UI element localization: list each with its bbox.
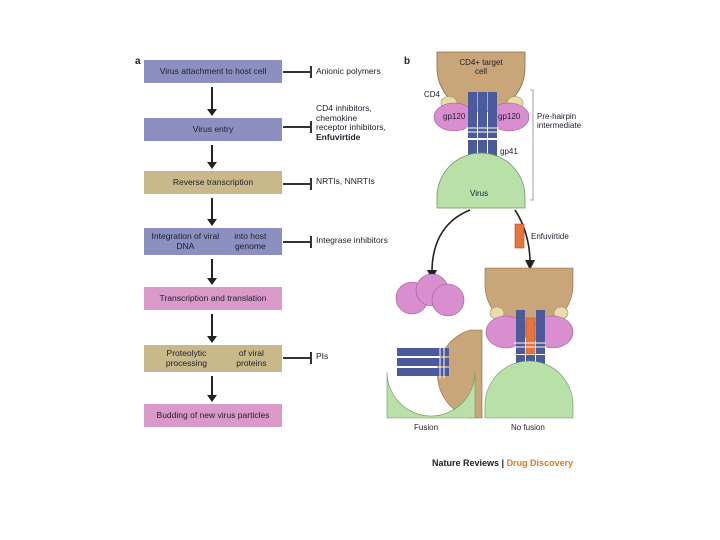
journal-credit: Nature Reviews | Drug Discovery bbox=[432, 458, 573, 468]
flow-arrow bbox=[207, 259, 217, 285]
lifecycle-step-text: of viral proteins bbox=[236, 348, 267, 368]
lifecycle-step: Proteolytic processing of viral proteins bbox=[144, 345, 282, 372]
inhibition-bar bbox=[283, 66, 312, 78]
inhibition-bar bbox=[283, 236, 312, 248]
arrow-to-fusion bbox=[431, 209, 471, 273]
lifecycle-step: Virus entry bbox=[144, 118, 282, 141]
prehairpin-label: Pre-hairpin intermediate bbox=[537, 112, 581, 130]
inhibitor-line: receptor inhibitors, bbox=[316, 122, 386, 132]
inhibitor-line: NRTIs, NNRTIs bbox=[316, 176, 375, 186]
fusion-virus bbox=[386, 371, 476, 419]
lifecycle-step-text: Integration of viral DNA bbox=[151, 231, 220, 251]
journal-name: Nature Reviews bbox=[432, 458, 500, 468]
inhibition-bar bbox=[283, 352, 312, 364]
panel-b-label: b bbox=[404, 56, 411, 67]
lifecycle-step-text: Budding of new virus particles bbox=[156, 409, 270, 420]
target-cell-line-2: cell bbox=[474, 67, 487, 76]
inhibitor-line: PIs bbox=[316, 351, 329, 361]
fusion-label: Fusion bbox=[414, 423, 439, 432]
lifecycle-step-text: Virus entry bbox=[192, 123, 234, 134]
inhibitor-line: Integrase inhibitors bbox=[316, 235, 388, 245]
gp41-upper-3 bbox=[488, 92, 497, 138]
prehairpin-line-1: Pre-hairpin bbox=[537, 112, 577, 121]
no-fusion-label: No fusion bbox=[511, 423, 545, 432]
inhibitor-label: Anionic polymers bbox=[316, 66, 381, 77]
lifecycle-step: Integration of viral DNA into host genome bbox=[144, 228, 282, 255]
flow-arrow bbox=[207, 314, 217, 343]
inhibitor-label: NRTIs, NNRTIs bbox=[316, 176, 375, 187]
lifecycle-step-text: Proteolytic processing bbox=[165, 348, 207, 368]
flow-arrow bbox=[207, 376, 217, 402]
cd4-label: CD4 bbox=[424, 90, 441, 99]
gp41-upper-2 bbox=[478, 92, 487, 138]
lifecycle-step: Budding of new virus particles bbox=[144, 404, 282, 427]
prehairpin-line-2: intermediate bbox=[537, 121, 582, 130]
inhibitor-label: PIs bbox=[316, 351, 329, 362]
enfuvirtide-label: Enfuvirtide bbox=[531, 232, 569, 241]
nofusion-virus bbox=[484, 360, 574, 419]
journal-section: Drug Discovery bbox=[506, 458, 574, 468]
target-cell-line-1: CD4+ target bbox=[459, 58, 503, 67]
lifecycle-step: Reverse transcription bbox=[144, 171, 282, 194]
lifecycle-step-text: into host genome bbox=[234, 231, 267, 251]
target-cell-label: CD4+ target cell bbox=[456, 58, 506, 76]
inhibition-bar bbox=[283, 178, 312, 190]
inhibition-bar bbox=[283, 121, 312, 133]
lifecycle-step-text: Reverse transcription bbox=[172, 176, 254, 187]
arrow-to-no-fusion bbox=[514, 209, 531, 263]
inhibitor-line: CD4 inhibitors, bbox=[316, 103, 372, 113]
lifecycle-step-text: Virus attachment to host cell bbox=[159, 65, 267, 76]
inhibitor-label: Integrase inhibitors bbox=[316, 235, 388, 246]
gp120-left-label: gp120 bbox=[443, 112, 466, 121]
virus-membrane bbox=[436, 152, 526, 209]
prehairpin-bracket bbox=[530, 89, 534, 201]
inhibitor-line: Anionic polymers bbox=[316, 66, 381, 76]
credit-separator: | bbox=[499, 458, 507, 468]
enfuvirtide-molecule bbox=[514, 223, 525, 249]
flow-arrow bbox=[207, 198, 217, 226]
gp41-upper-1 bbox=[468, 92, 477, 138]
lifecycle-step: Virus attachment to host cell bbox=[144, 60, 282, 83]
flow-arrow bbox=[207, 145, 217, 169]
flow-arrow bbox=[207, 87, 217, 116]
gp41-label: gp41 bbox=[500, 147, 518, 156]
lifecycle-step: Transcription and translation bbox=[144, 287, 282, 310]
lifecycle-step-text: Transcription and translation bbox=[159, 292, 267, 303]
virus-label: Virus bbox=[470, 189, 489, 198]
inhibitor-highlight: Enfuvirtide bbox=[316, 131, 361, 142]
inhibitor-line: chemokine bbox=[316, 112, 358, 123]
fusion-gp120-3 bbox=[431, 283, 465, 317]
panel-a-label: a bbox=[135, 56, 141, 67]
gp120-right-label: gp120 bbox=[498, 112, 521, 121]
